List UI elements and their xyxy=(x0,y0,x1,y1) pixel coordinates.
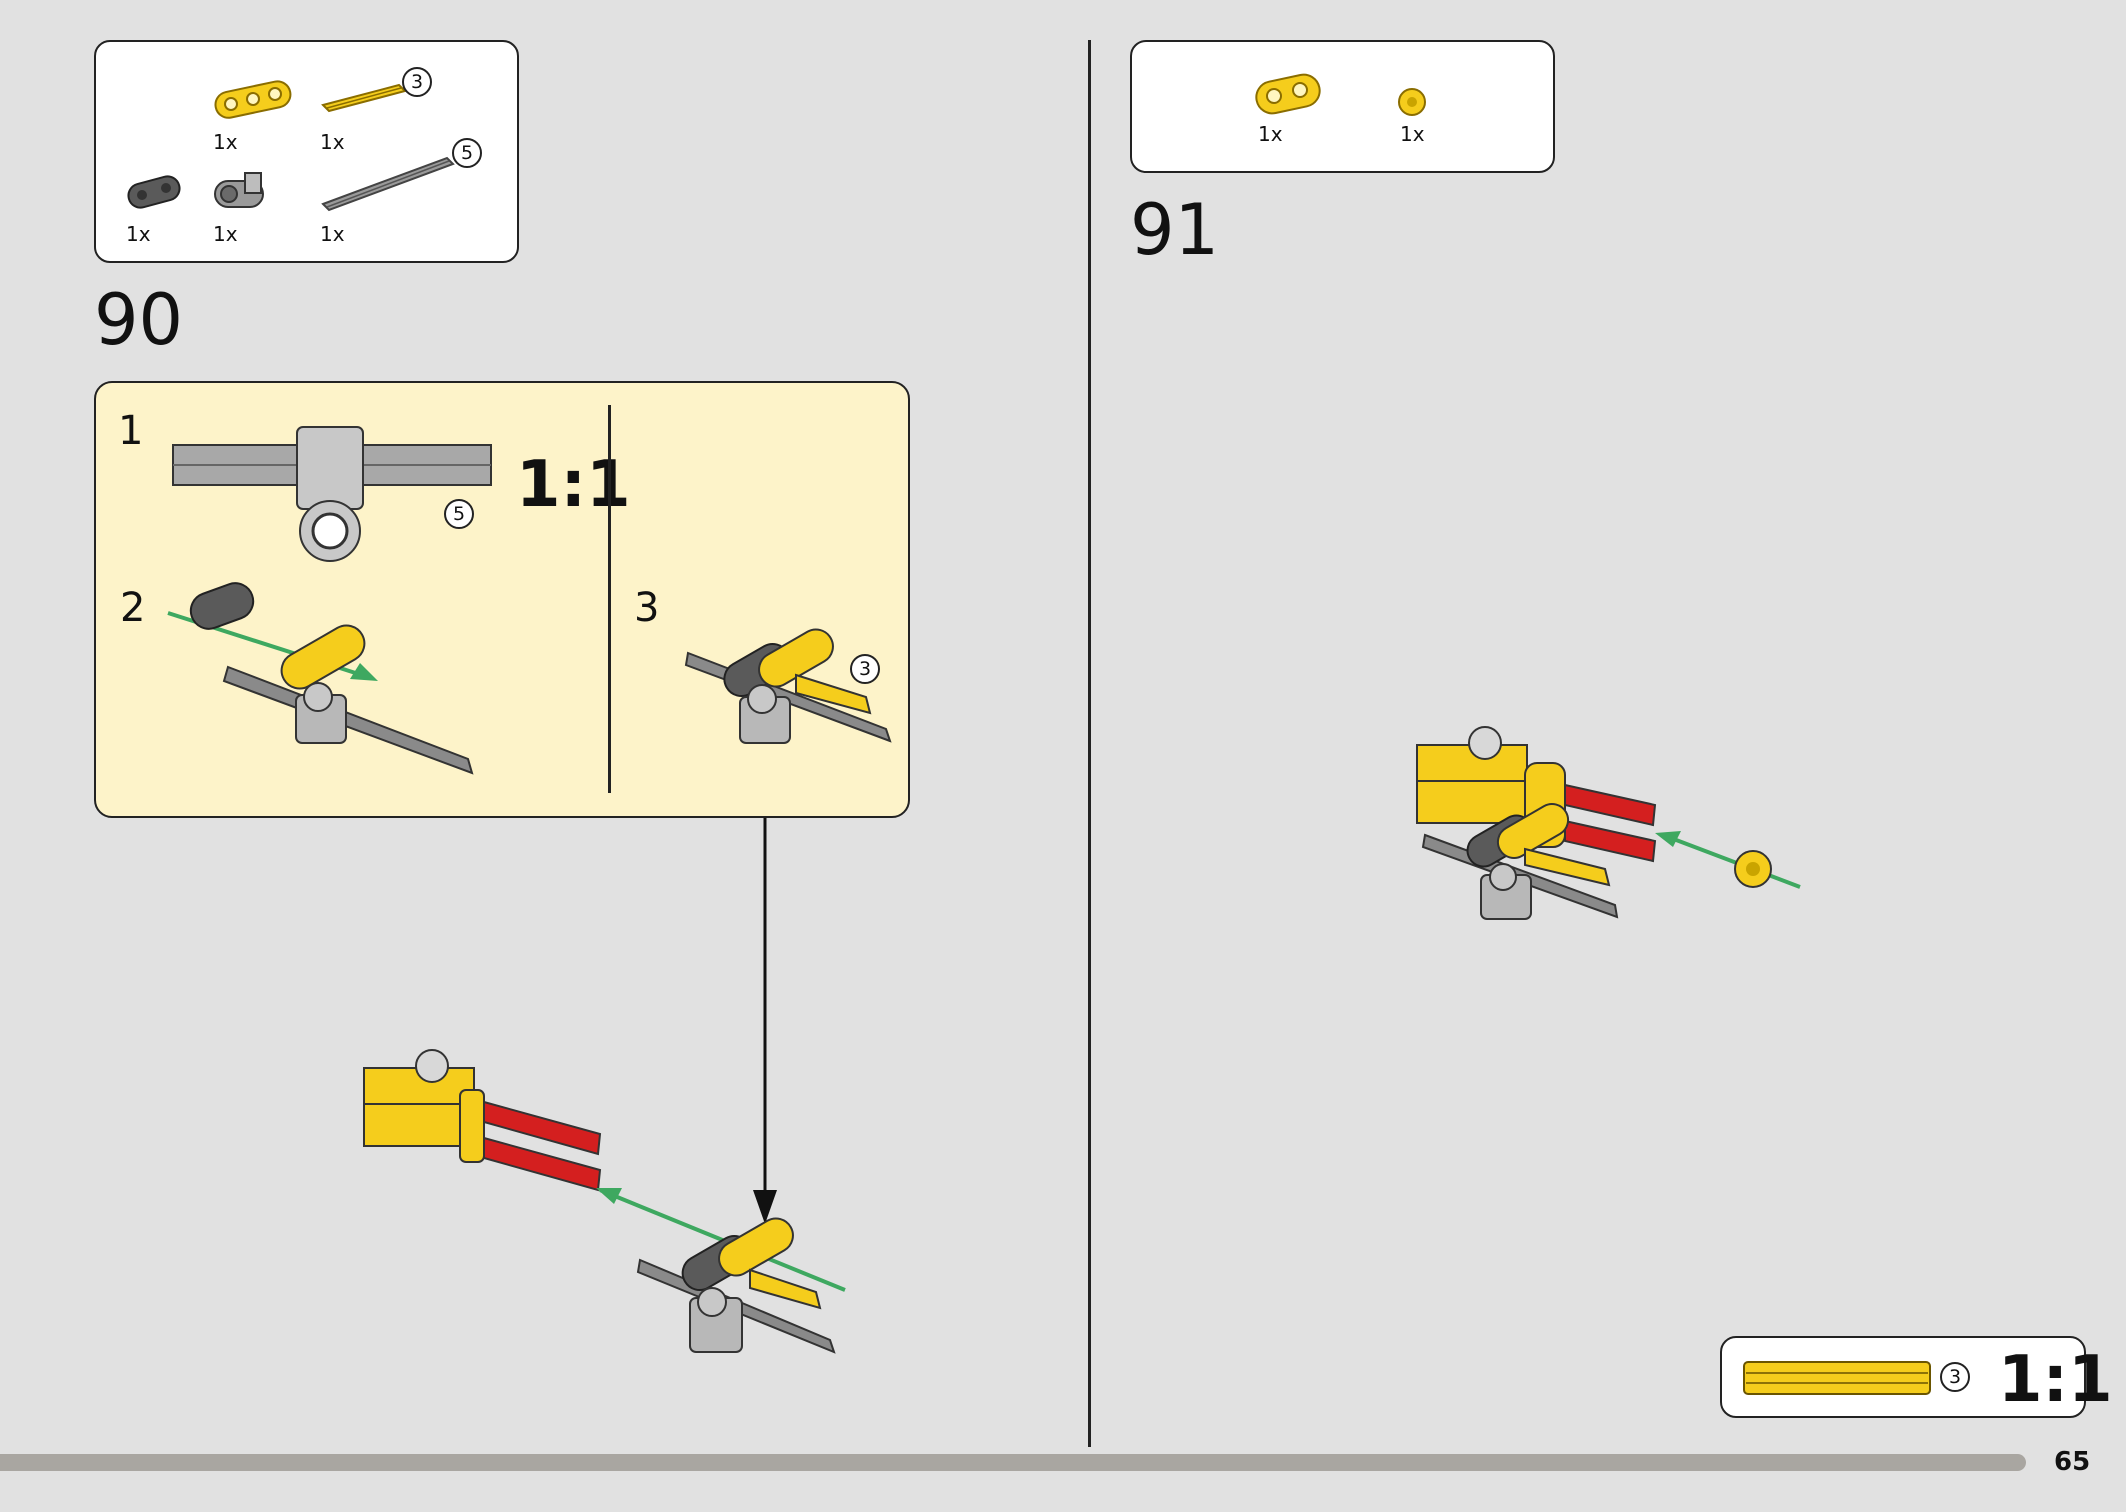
part-qty: 1x xyxy=(320,130,345,154)
axle-length-badge: 3 xyxy=(850,654,880,684)
substep-2-illustration xyxy=(167,582,474,775)
substep-3-illustration xyxy=(684,628,892,744)
part-qty: 1x xyxy=(213,222,238,246)
gray-pin-connector-icon xyxy=(214,172,264,208)
parts-list-step-91: 1x 1x xyxy=(1130,40,1555,173)
part-qty: 1x xyxy=(1400,122,1425,146)
part-qty: 1x xyxy=(1258,122,1283,146)
scale-label: 1:1 xyxy=(516,448,631,522)
yellow-bush-icon xyxy=(1398,88,1426,116)
part-qty: 1x xyxy=(126,222,151,246)
page-number: 65 xyxy=(2054,1447,2091,1477)
parts-list-step-90: 1x 1x 3 1x 1x 1x 5 xyxy=(94,40,519,263)
axle-length-badge: 5 xyxy=(444,499,474,529)
callout-divider xyxy=(608,405,611,793)
callout-arrow xyxy=(753,818,777,1224)
part-qty: 1x xyxy=(213,130,238,154)
substep-2: 2 xyxy=(120,585,146,631)
dark-gray-beam-2-icon xyxy=(127,175,181,209)
step-91-model-illustration xyxy=(1416,726,1801,920)
substep-3: 3 xyxy=(634,585,660,631)
axle-length-badge: 3 xyxy=(402,67,432,97)
yellow-axle-icon xyxy=(321,83,407,113)
axle-length-badge: 5 xyxy=(452,138,482,168)
part-qty: 1x xyxy=(320,222,345,246)
substep-1: 1 xyxy=(118,408,144,454)
step-number-90: 90 xyxy=(94,279,184,361)
axle-length-badge: 3 xyxy=(1940,1362,1970,1392)
axle-with-connector-illustration xyxy=(172,426,492,562)
sub-assembly-callout: 1 5 1:1 2 3 3 xyxy=(94,381,910,818)
step-90-model-illustration xyxy=(363,1049,846,1354)
gray-axle-icon xyxy=(321,156,455,212)
footer-bar xyxy=(0,1454,2026,1471)
yellow-beam-2-icon xyxy=(1255,73,1321,115)
scale-label: 1:1 xyxy=(1998,1343,2113,1417)
page-divider xyxy=(1088,40,1091,1447)
yellow-beam-3-icon xyxy=(214,80,292,119)
scale-reference-box: 3 1:1 xyxy=(1720,1336,2113,1418)
yellow-axle-scale-icon xyxy=(1743,1361,1931,1395)
step-number-91: 91 xyxy=(1130,189,1220,271)
